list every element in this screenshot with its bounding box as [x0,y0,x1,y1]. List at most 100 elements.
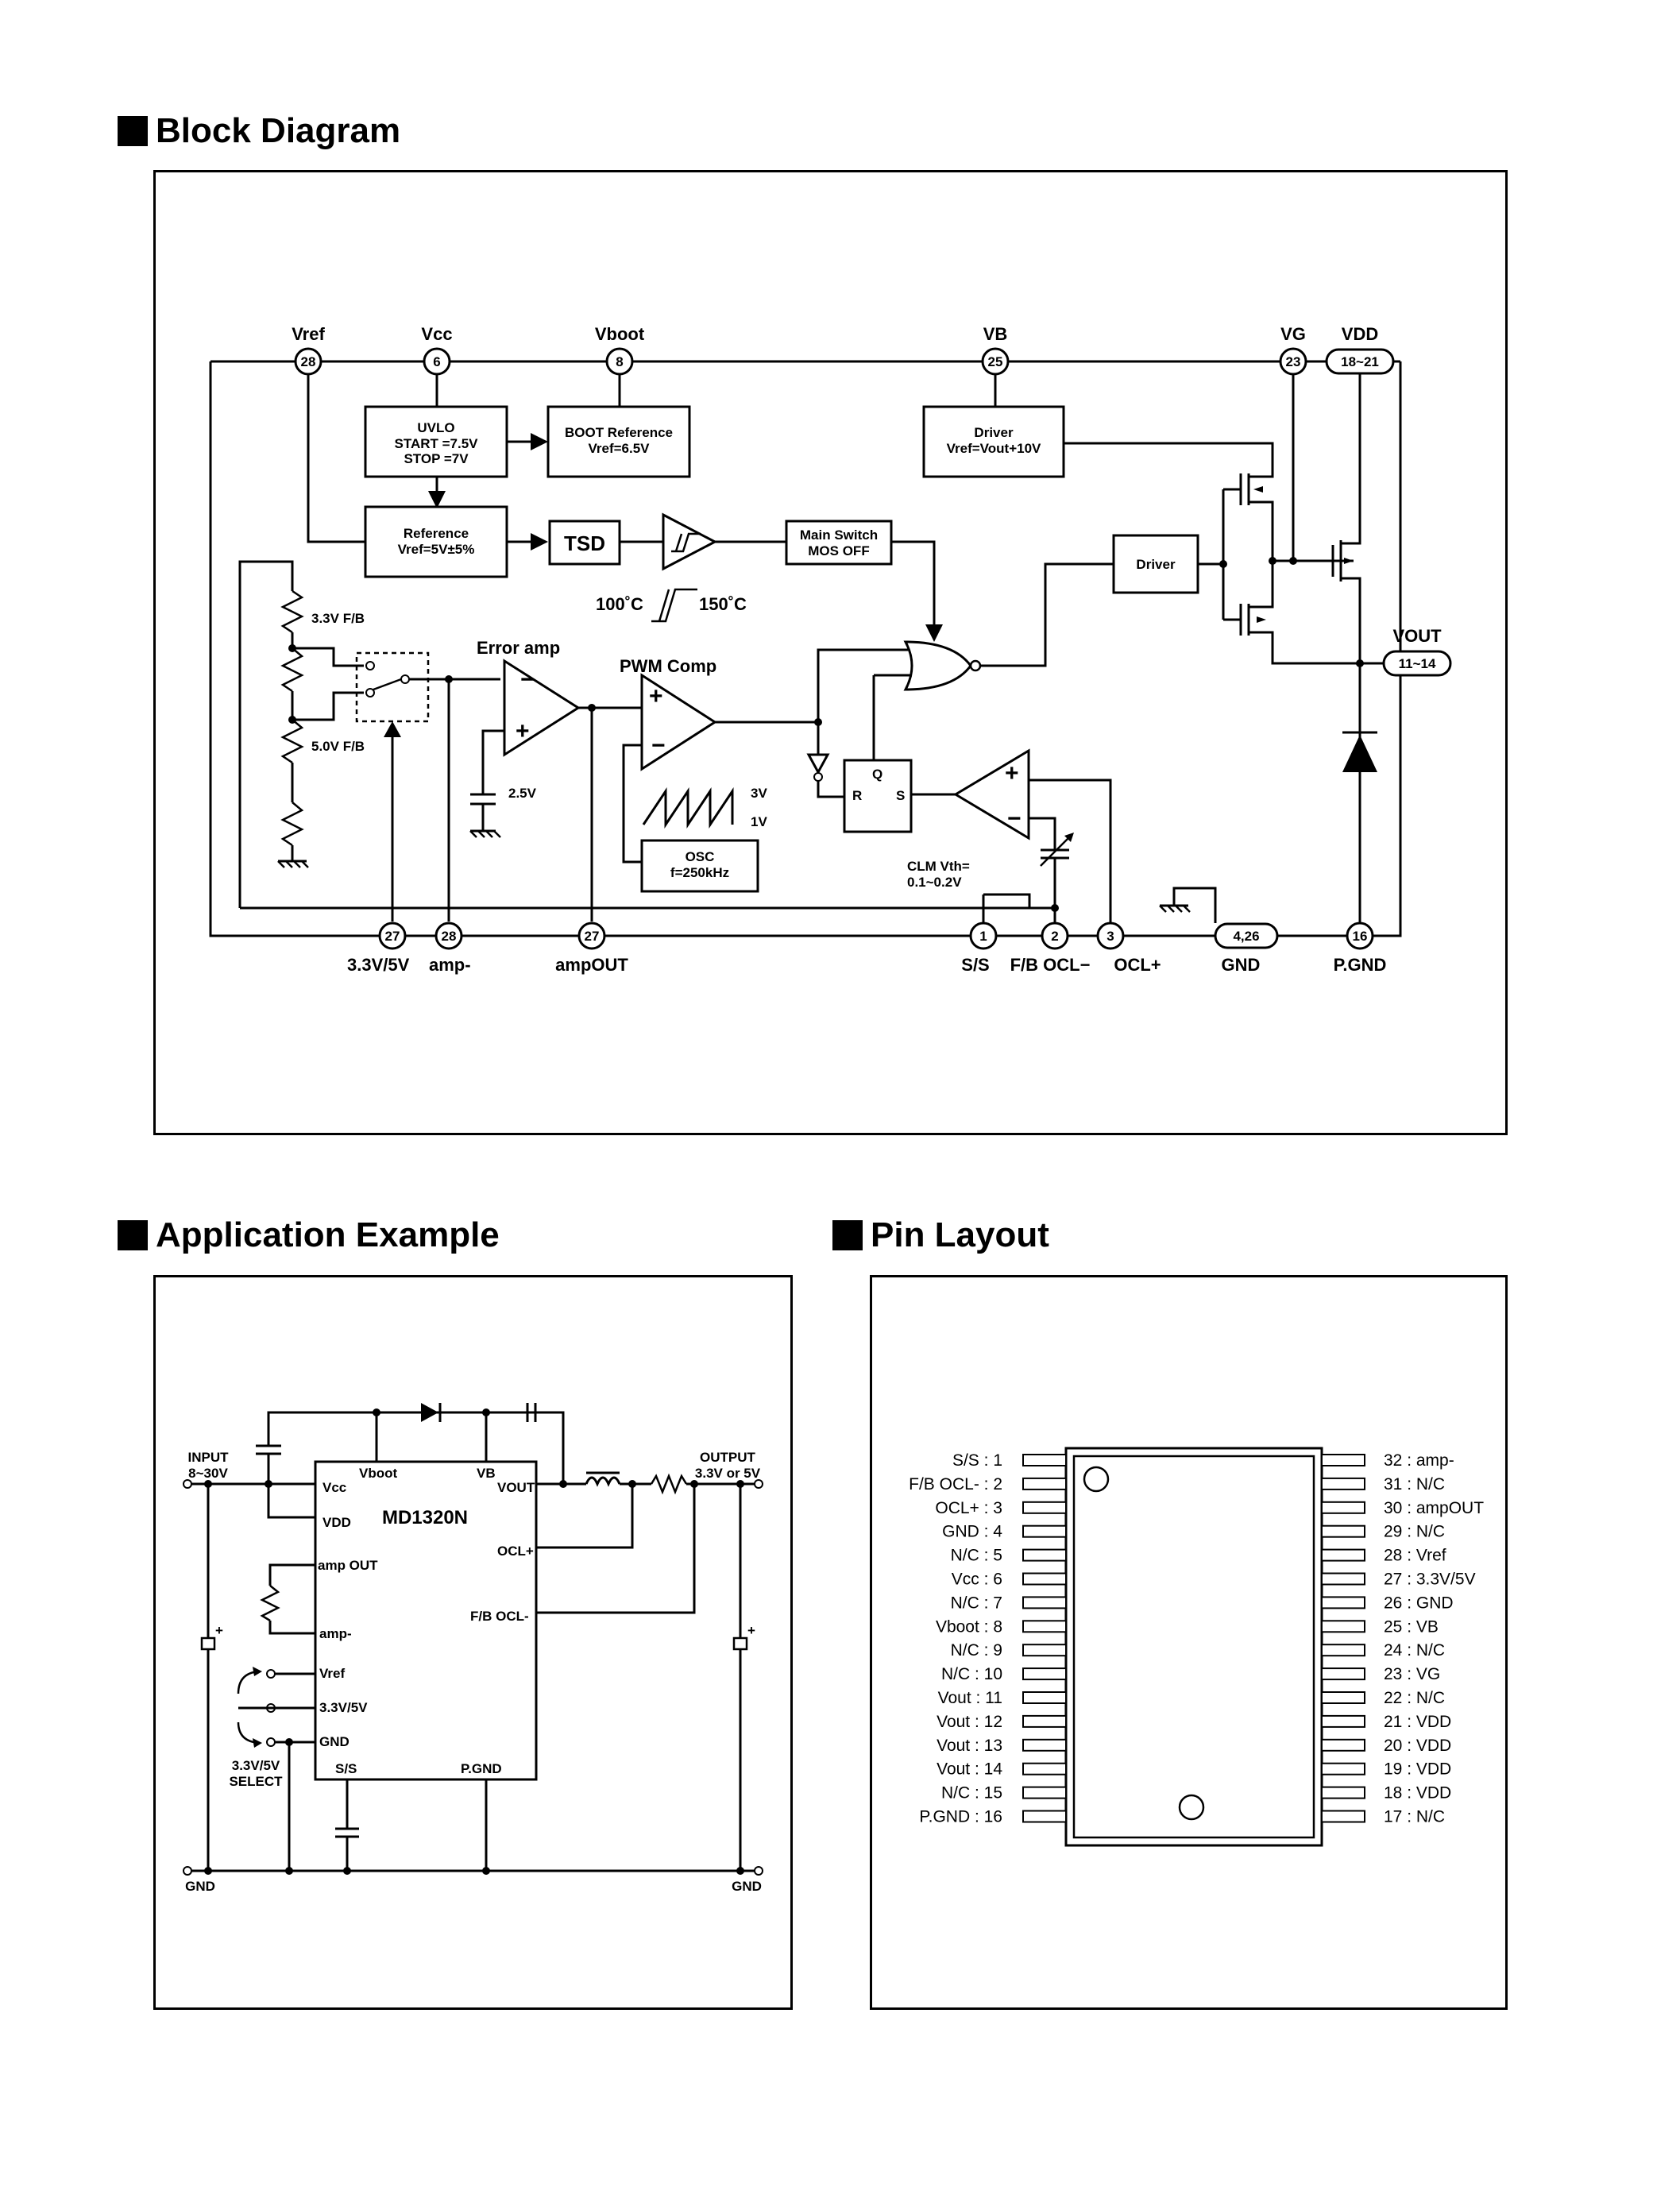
uvlo-title: UVLO [417,420,454,435]
pin-label-left: P.GND : 16 [919,1808,1002,1826]
chip-name: MD1320N [382,1507,468,1528]
pin-label-left: Vout : 11 [938,1689,1002,1707]
pin-lead [1321,1810,1365,1823]
clm-comparator-triangle [953,748,1030,840]
driver-top-block [922,405,1065,478]
pin-label-left: Vcc : 6 [952,1571,1002,1589]
pin-num-vb: 25 [988,354,1003,369]
sense-resistor-icon [650,1473,688,1495]
inductor-icon [585,1476,621,1487]
osc-title: OSC [686,849,715,864]
pin-label-right: 28 : Vref [1384,1547,1446,1565]
bottom-pin-num: 27 [585,929,600,944]
pin-label-right: 25 : VB [1384,1617,1439,1636]
clm-vth-label: CLM Vth= [907,859,970,874]
chip-pin-vdd: VDD [322,1515,351,1530]
bottom-pin-gnd: 4,26 [1214,922,1279,949]
v25-label: 2.5V [508,786,537,801]
latch-s: S [896,788,905,803]
error-amp-plus: + [516,718,530,744]
pin-label-left: N/C : 15 [941,1784,1002,1803]
chip-pin-vcc: Vcc [322,1480,346,1495]
hysteresis-buffer-icon [662,512,718,571]
bottom-pin-fbocl: 2 [1041,922,1069,950]
bottom-pin-pgnd: 16 [1346,922,1374,950]
pin-num-vref: 28 [301,354,316,369]
pin-label-vboot: Vboot [595,324,645,344]
boot-reference-vref: Vref=6.5V [588,441,650,456]
pin-lead [1022,1572,1067,1586]
bottom-label-ampout: ampOUT [555,955,628,975]
pin-lead [1321,1620,1365,1633]
main-switch-title: Main Switch [800,527,878,543]
pin-lead [1022,1454,1067,1466]
top-pin-vg: VG 23 [1279,324,1307,376]
bottom-label-ss: S/S [961,955,989,975]
output-label: OUTPUT [700,1450,756,1465]
pin-label-left: GND : 4 [942,1523,1002,1541]
chip-pin-vout: VOUT [497,1480,535,1495]
bottom-pin-ampout: 27 [577,922,606,950]
select-label-1: 3.3V/5V [232,1758,280,1773]
driver-top-vref: Vref=Vout+10V [947,441,1041,456]
pin-layout-title: Pin Layout [832,1215,1049,1255]
title-square-icon [832,1220,863,1250]
pin-lead [1022,1738,1067,1752]
chip-pin-vref: Vref [319,1666,345,1681]
pin-lead [1321,1786,1365,1799]
temp-low-label: 100˚C [596,594,643,614]
title-square-icon [118,1220,148,1250]
chip-pin-ampout: amp OUT [318,1558,378,1573]
pin-lead [1321,1548,1365,1562]
fb33-label: 3.3V F/B [311,611,365,626]
rs-latch-block [843,759,913,833]
pin-label-right: 17 : N/C [1384,1808,1445,1826]
pin-label-left: OCL+ : 3 [935,1499,1002,1517]
chip-pin-ampm: amp- [319,1626,352,1641]
pin-lead [1022,1762,1067,1775]
osc-lo-label: 1V [751,814,767,829]
block-diagram-title: Block Diagram [118,111,400,151]
pin-label-right: 20 : VDD [1384,1737,1451,1755]
pin-leads [1022,1454,1365,1823]
clm-plus: + [1005,760,1019,786]
pin-lead [1022,1477,1067,1490]
driver-mid-block [1112,534,1199,594]
input-cap-plus: + [215,1623,223,1638]
pin-label-vg: VG [1280,324,1306,344]
top-pin-vboot: Vboot 8 [595,324,645,376]
pin-lead [1022,1524,1067,1538]
pwm-comp-triangle [640,673,717,771]
bottom-pin-num: 3 [1106,929,1114,944]
pin-label-right: 29 : N/C [1384,1523,1445,1541]
error-amp-minus: − [520,667,535,693]
reference-vref: Vref=5V±5% [398,542,475,557]
temp-high-label: 150˚C [699,594,747,614]
pin-label-right: 23 : VG [1384,1665,1440,1683]
pin-lead [1022,1548,1067,1562]
boot-reference-block [546,405,691,478]
bottom-label-sel: 3.3V/5V [347,955,410,975]
pin-lead [1321,1572,1365,1586]
bottom-pin-num: 27 [385,929,400,944]
package-outline [1064,1447,1323,1847]
top-pin-vb: VB 25 [981,324,1010,376]
bottom-pin-num: 4,26 [1233,929,1259,944]
pin-layout-title-text: Pin Layout [871,1215,1049,1254]
bottom-label-gnd: GND [1222,955,1261,975]
application-example-title-text: Application Example [156,1215,500,1254]
input-range: 8~30V [188,1466,228,1481]
bottom-pin-oclp: 3 [1096,922,1125,950]
error-amp-label: Error amp [477,638,560,658]
pin-label-left: N/C : 7 [951,1594,1002,1612]
pin-lead [1022,1596,1067,1609]
output-cap-plus: + [747,1623,755,1638]
block-diagram-panel [153,170,1508,1135]
pin-label-left: S/S : 1 [952,1451,1002,1470]
pin-label-right: 21 : VDD [1384,1713,1451,1731]
chip-pin-ss: S/S [335,1761,357,1776]
bottom-pin-num: 2 [1051,929,1058,944]
